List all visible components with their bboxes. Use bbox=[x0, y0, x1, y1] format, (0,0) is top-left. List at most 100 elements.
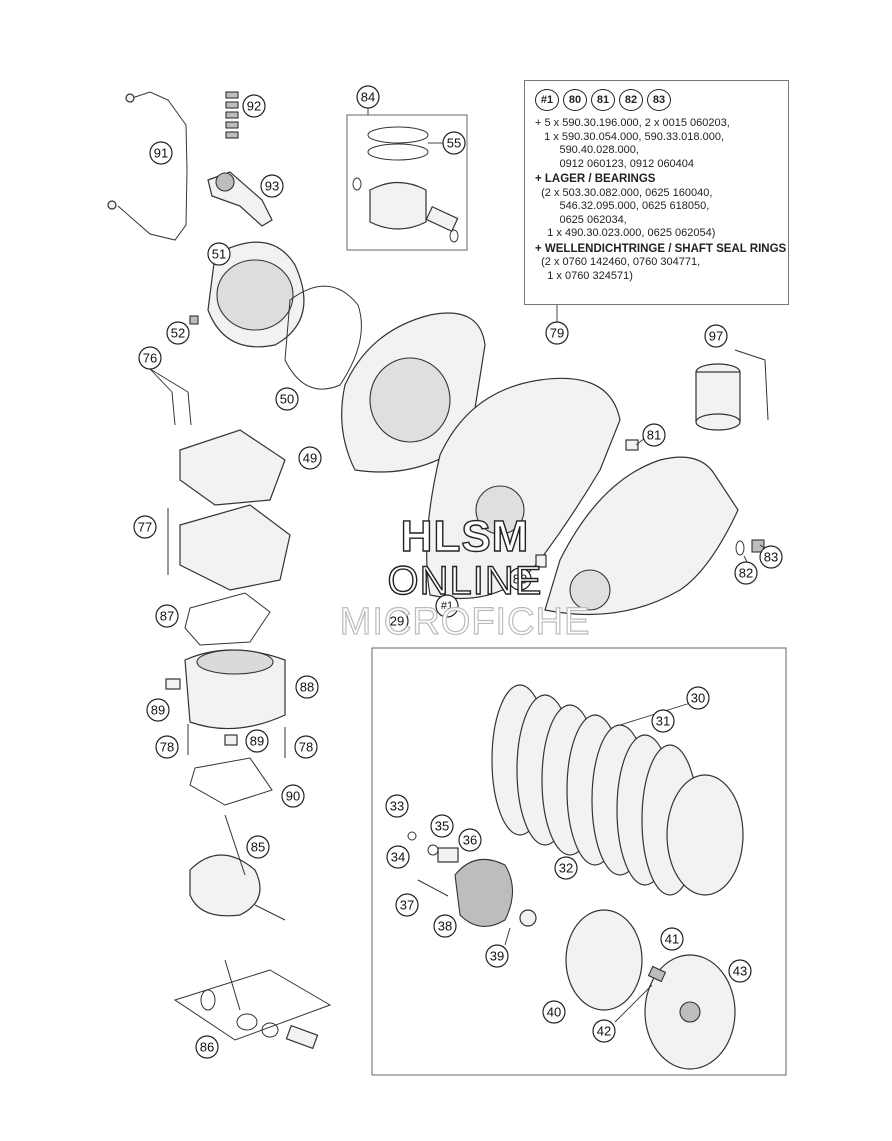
callout-40-label: 40 bbox=[547, 1005, 561, 1020]
kit-ref-badges: #1 80 81 82 83 bbox=[535, 89, 778, 111]
callout-32: 32 bbox=[554, 856, 578, 880]
spring-35-part bbox=[427, 844, 439, 856]
drain-plug-83-part bbox=[751, 539, 765, 553]
callout-1: #1 bbox=[435, 594, 459, 618]
dowel-pin-80-part bbox=[535, 554, 547, 568]
callout-86: 86 bbox=[195, 1035, 219, 1059]
kit-line: 590.40.028.000, bbox=[535, 144, 639, 156]
callout-29: 29 bbox=[385, 609, 409, 633]
callout-55-label: 55 bbox=[447, 136, 461, 151]
callout-39: 39 bbox=[485, 944, 509, 968]
kit-contents-box: #1 80 81 82 83 + 5 x 590.30.196.000, 2 x… bbox=[524, 80, 789, 305]
callout-30: 30 bbox=[686, 686, 710, 710]
callout-42-label: 42 bbox=[597, 1024, 611, 1039]
kit-ref-badge: 82 bbox=[619, 89, 643, 111]
callout-37: 37 bbox=[395, 893, 419, 917]
callout-93-label: 93 bbox=[265, 179, 279, 194]
callout-49-label: 49 bbox=[303, 451, 317, 466]
callout-35: 35 bbox=[430, 814, 454, 838]
bearings-heading: + LAGER / BEARINGS bbox=[535, 173, 656, 185]
callout-43-label: 43 bbox=[733, 964, 747, 979]
callout-38: 38 bbox=[433, 914, 457, 938]
conrod-kit-part bbox=[173, 959, 332, 1050]
clutch-subassembly-frame bbox=[371, 647, 787, 1076]
callout-89-lower: 89 bbox=[245, 729, 269, 753]
kit-ref-badge: 80 bbox=[563, 89, 587, 111]
callout-38-label: 38 bbox=[438, 919, 452, 934]
callout-80: 80 bbox=[508, 567, 532, 591]
plug-89-upper-part bbox=[165, 678, 181, 690]
callout-37-label: 37 bbox=[400, 898, 414, 913]
callout-97: 97 bbox=[704, 324, 728, 348]
kit-line: 546.32.095.000, 0625 618050, bbox=[535, 200, 710, 212]
callout-42: 42 bbox=[592, 1019, 616, 1043]
callout-77: 77 bbox=[133, 515, 157, 539]
callout-88-label: 88 bbox=[300, 680, 314, 695]
callout-30-label: 30 bbox=[691, 691, 705, 706]
clutch-basket-part bbox=[565, 909, 643, 1011]
clutch-cover-part bbox=[207, 241, 305, 348]
piston-subassembly-frame bbox=[346, 114, 468, 251]
callout-29-label: 29 bbox=[390, 614, 404, 629]
bolts-76-part bbox=[171, 391, 192, 426]
callout-78-left-label: 78 bbox=[160, 740, 174, 755]
callout-41: 41 bbox=[660, 927, 684, 951]
callout-83-label: 83 bbox=[764, 550, 778, 565]
callout-79-label: 79 bbox=[550, 326, 564, 341]
piston-ring-tool-part bbox=[695, 349, 769, 431]
callout-85: 85 bbox=[246, 835, 270, 859]
kit-line: 0625 062034, bbox=[535, 213, 627, 226]
kit-ref-badge: #1 bbox=[535, 89, 559, 111]
cover-gasket-part bbox=[284, 285, 362, 390]
clutch-plate-stack-part bbox=[491, 684, 744, 896]
callout-89-upper: 89 bbox=[146, 698, 170, 722]
callout-87-label: 87 bbox=[160, 609, 174, 624]
kit-line: (2 x 0760 142460, 0760 304771, bbox=[535, 256, 701, 268]
kit-line: 0912 060123, 0912 060404 bbox=[535, 157, 695, 170]
callout-78-right: 78 bbox=[294, 735, 318, 759]
callout-31: 31 bbox=[651, 709, 675, 733]
callout-41-label: 41 bbox=[665, 932, 679, 947]
callout-77-label: 77 bbox=[138, 520, 152, 535]
callout-89-lower-label: 89 bbox=[250, 734, 264, 749]
kit-line: 1 x 590.30.054.000, 590.33.018.000, bbox=[535, 130, 724, 143]
callout-82: 82 bbox=[734, 561, 758, 585]
callout-87: 87 bbox=[155, 604, 179, 628]
callout-85-label: 85 bbox=[251, 840, 265, 855]
callout-35-label: 35 bbox=[435, 819, 449, 834]
callout-86-label: 86 bbox=[200, 1040, 214, 1055]
camshaft-part bbox=[207, 171, 273, 227]
leader-lines bbox=[149, 108, 771, 1023]
callout-88: 88 bbox=[295, 675, 319, 699]
kit-line: 1 x 0760 324571) bbox=[535, 269, 633, 282]
callout-50-label: 50 bbox=[280, 392, 294, 407]
callout-84: 84 bbox=[356, 85, 380, 109]
washer-34-part bbox=[407, 831, 417, 841]
callout-76-label: 76 bbox=[143, 351, 157, 366]
callout-81-label: 81 bbox=[647, 428, 661, 443]
crankshaft-part bbox=[189, 814, 286, 921]
kit-ref-badge: 81 bbox=[591, 89, 615, 111]
callout-52: 52 bbox=[166, 321, 190, 345]
callout-36-label: 36 bbox=[463, 833, 477, 848]
kit-line: + 5 x 590.30.196.000, 2 x 0015 060203, bbox=[535, 117, 730, 129]
callout-31-label: 31 bbox=[656, 714, 670, 729]
callout-83: 83 bbox=[759, 545, 783, 569]
callout-81: 81 bbox=[642, 423, 666, 447]
kit-line: 1 x 490.30.023.000, 0625 062054) bbox=[535, 227, 716, 239]
callout-90: 90 bbox=[281, 784, 305, 808]
callout-52-label: 52 bbox=[171, 326, 185, 341]
callout-49: 49 bbox=[298, 446, 322, 470]
callout-97-label: 97 bbox=[709, 329, 723, 344]
callout-82-label: 82 bbox=[739, 566, 753, 581]
callout-89-upper-label: 89 bbox=[151, 703, 165, 718]
callout-34-label: 34 bbox=[391, 850, 405, 865]
dowel-pin-81-part bbox=[625, 439, 639, 451]
callout-36: 36 bbox=[458, 828, 482, 852]
timing-chain-part bbox=[225, 91, 239, 139]
damper-spring-42-part bbox=[647, 965, 667, 983]
callout-34: 34 bbox=[386, 845, 410, 869]
head-gasket-part bbox=[184, 592, 271, 646]
callout-93: 93 bbox=[260, 174, 284, 198]
